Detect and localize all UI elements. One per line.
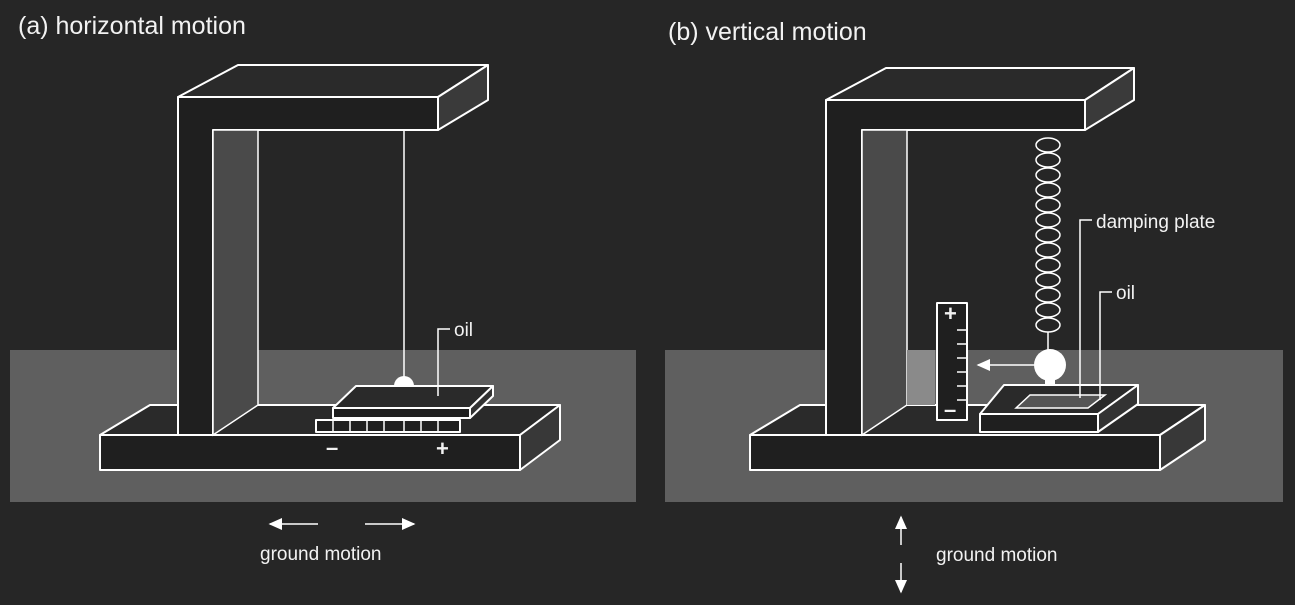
- frame: [825, 67, 1135, 437]
- scale-minus: –: [944, 397, 956, 422]
- spring: [1035, 137, 1061, 350]
- oil-leader: [1099, 291, 1112, 400]
- base-slab: [749, 404, 1206, 471]
- oil-tray: [979, 384, 1139, 433]
- oil-tray: [332, 385, 494, 419]
- oil-leader: [437, 328, 450, 396]
- damping-plate: [1014, 394, 1108, 409]
- damping-label: damping plate: [1096, 212, 1215, 233]
- oil-label: oil: [454, 320, 473, 341]
- panel-a-title: (a) horizontal motion: [18, 12, 246, 40]
- panel-a-horizontal: (a) horizontal motion: [10, 12, 636, 565]
- scale-plus: +: [436, 436, 449, 461]
- horizontal-scale: [315, 419, 461, 433]
- panel-b-title: (b) vertical motion: [668, 18, 867, 46]
- ground-motion-label: ground motion: [260, 544, 381, 565]
- frame: [177, 64, 489, 437]
- ground-motion-label: ground motion: [936, 545, 1057, 566]
- damping-leader: [1079, 219, 1092, 398]
- mass-bob: [1034, 349, 1066, 381]
- vertical-scale: [936, 302, 968, 421]
- scale-minus: –: [326, 435, 338, 460]
- scale-plus: +: [944, 301, 957, 326]
- panel-b-vertical: (b) vertical motion: [665, 18, 1283, 594]
- oil-label: oil: [1116, 283, 1135, 304]
